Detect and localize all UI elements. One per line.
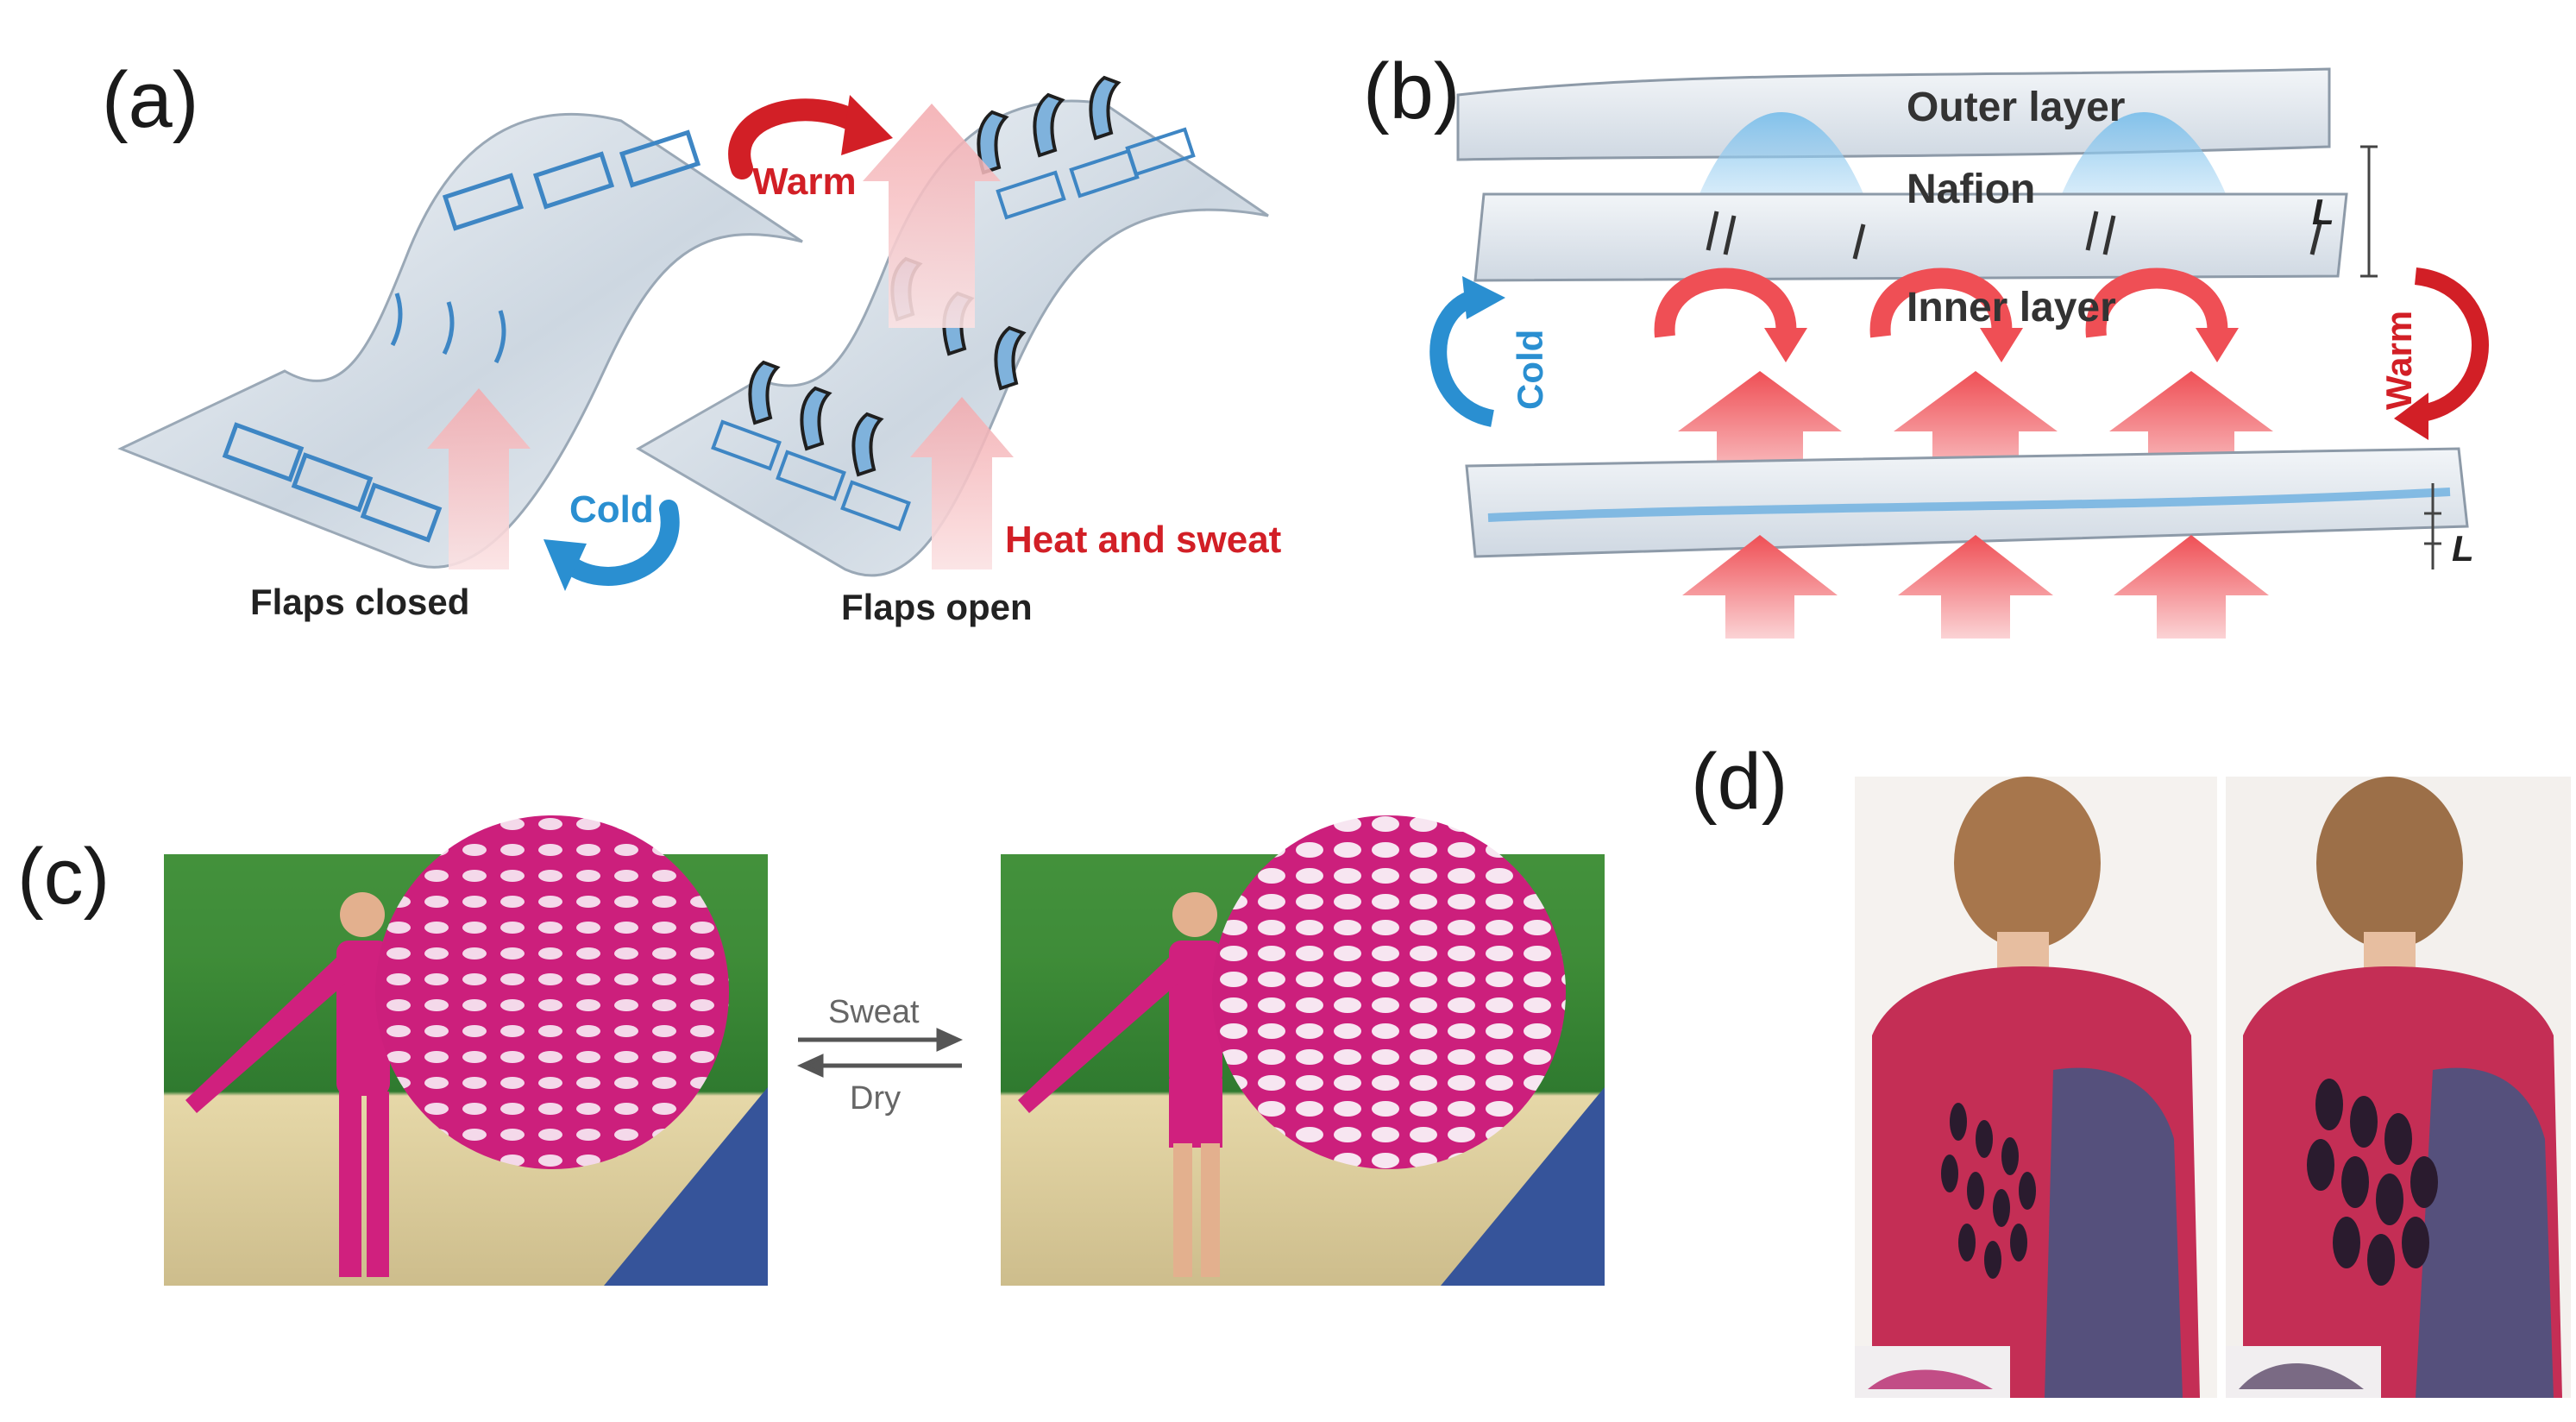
exchange-arrows: [796, 1028, 964, 1078]
heat-arrow-right-bottom: [910, 397, 1014, 569]
inner-layer-label: Inner layer: [1907, 285, 2116, 330]
warm-arrow-icon: [728, 98, 865, 179]
panel-d-label: (d): [1691, 738, 1788, 826]
inner-warm-arrows: [1654, 267, 2228, 338]
panel-c: (c): [0, 708, 1639, 1422]
panel-d: (d): [1639, 708, 2576, 1422]
panel-a-diagram: Warm Cold Flaps closed Flaps open Heat a…: [117, 75, 1282, 627]
cold-arrow-icon: [556, 500, 680, 586]
heat-arrows-bottom: [1682, 535, 2269, 639]
panel-c-label: (c): [17, 833, 110, 921]
scene-sweat: [1001, 815, 1605, 1286]
outer-layer-label: Outer layer: [1907, 85, 2125, 130]
flaps-open-label: Flaps open: [841, 587, 1033, 627]
garment-open-photo: [2226, 777, 2571, 1398]
left-sheet: [117, 113, 803, 569]
panel-a: (a): [0, 0, 1346, 673]
panel-b-label: (b): [1363, 47, 1461, 135]
dry-label: Dry: [850, 1080, 901, 1117]
inner-top-sheet: [1473, 192, 2348, 282]
panel-b-diagram: L Outer layer Nafion Inner layer L: [1429, 67, 2489, 639]
panel-a-label: (a): [102, 56, 199, 144]
closed-flaps: [222, 129, 701, 543]
warm-arrow-icon: [2414, 267, 2489, 423]
scene-dry: [164, 815, 768, 1286]
heat-arrow-left: [427, 388, 531, 569]
thickness-bottom-label: L: [2452, 528, 2474, 569]
panel-d-photos: [1855, 777, 2571, 1398]
warm-label: Warm: [752, 160, 857, 203]
cold-label: Cold: [569, 488, 654, 531]
cold-arrow-icon: [1429, 289, 1495, 427]
nafion-label: Nafion: [1907, 167, 2035, 212]
fabric-closeup: [1212, 815, 1566, 1169]
warm-label: Warm: [2378, 311, 2419, 410]
panel-c-diagram: Sweat Dry: [164, 815, 1605, 1286]
heat-arrow-right-top: [863, 104, 1001, 328]
heat-sweat-label: Heat and sweat: [1005, 519, 1282, 561]
fabric-closeup: [375, 815, 729, 1169]
panel-b: (b): [1346, 0, 2576, 673]
garment-closed-photo: [1855, 777, 2217, 1398]
cold-label: Cold: [1510, 330, 1550, 410]
flaps-closed-label: Flaps closed: [250, 582, 469, 622]
sweat-label: Sweat: [828, 994, 920, 1030]
thickness-top-label: L: [2312, 192, 2334, 232]
